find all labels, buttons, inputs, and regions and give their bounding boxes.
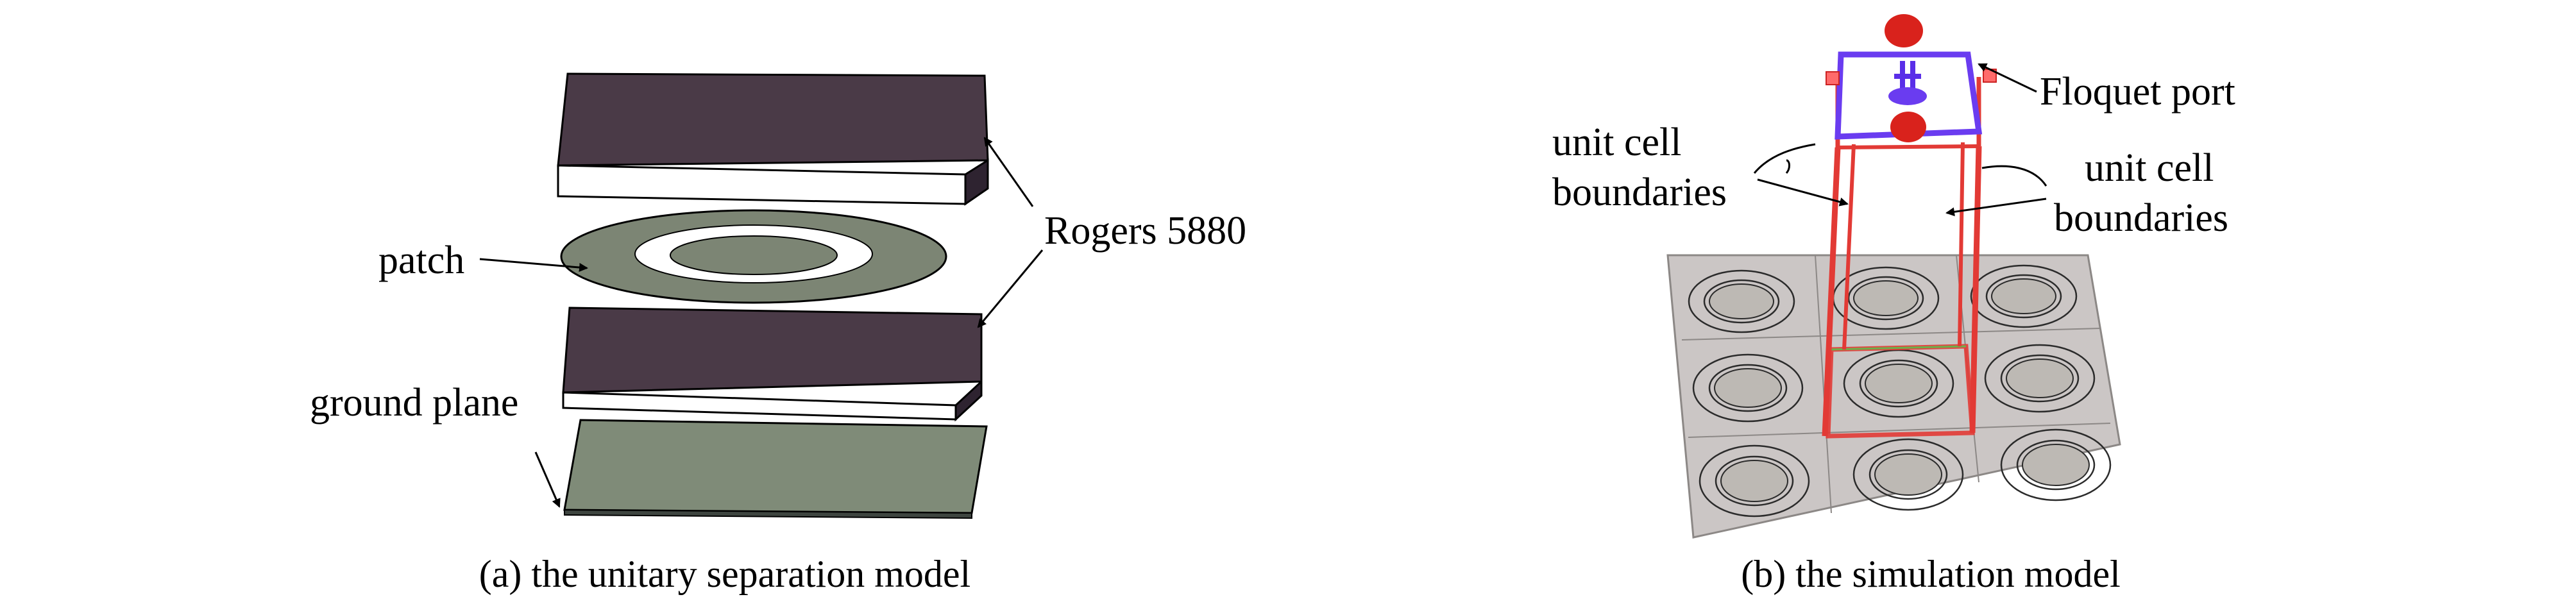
array-ring-r2c2 [1843,349,1954,418]
floquet-port-box [1826,14,1997,142]
top-substrate [557,72,989,206]
array-ring-r1c1 [1688,269,1795,333]
port-marker-top [1885,14,1923,47]
array-ring-r3c2 [1852,438,1964,511]
port-axis-glyph [1888,61,1927,105]
panel-a-caption: (a) the unitary separation model [479,553,970,595]
patch-ring [560,209,947,304]
patch-arrow [479,258,588,272]
ground-plane-layer [563,419,988,519]
unit-cell-right-curve [1981,165,2047,187]
unit-cell-right-arrow [1945,198,2047,217]
unit-cell-array [1666,254,2121,539]
panel-b: Floquet port unit cell boundaries unit c… [1552,14,2235,595]
panel-a: patch ground plane Rogers 5880 (a) the u… [310,72,1246,595]
rogers-label: Rogers 5880 [1044,209,1246,253]
unit-cell-left-arrow [1757,178,1849,206]
floquet-port-arrow [1978,63,2037,93]
ground-plane-arrow [534,451,561,508]
port-marker-bottom [1890,112,1926,142]
floquet-port-label: Floquet port [2040,70,2235,114]
array-ring-r3c1 [1699,444,1810,518]
substrate-arrow-top [983,137,1034,207]
array-ring-r2c1 [1692,353,1804,423]
array-ring-r2c3 [1984,344,2096,413]
panel-b-caption: (b) the simulation model [1741,553,2121,595]
ground-plane-label: ground plane [310,381,518,425]
unit-cell-left-curve [1753,143,1816,174]
unit-cell-right-label-line2: boundaries [2054,196,2228,240]
patch-label: patch [378,239,464,282]
unit-cell-left-label-line1: unit cell [1552,121,1681,164]
substrate-arrow-bottom [977,249,1044,328]
unit-cell-right-label-line1: unit cell [2085,146,2214,190]
array-ring-r1c2 [1832,266,1940,330]
unit-cell-left-bracket [1785,159,1790,174]
unit-cell-left-label-line2: boundaries [1552,171,1727,214]
array-ring-r1c3 [1970,264,2078,328]
array-ring-r3c3 [2000,428,2112,501]
middle-substrate [562,307,983,422]
